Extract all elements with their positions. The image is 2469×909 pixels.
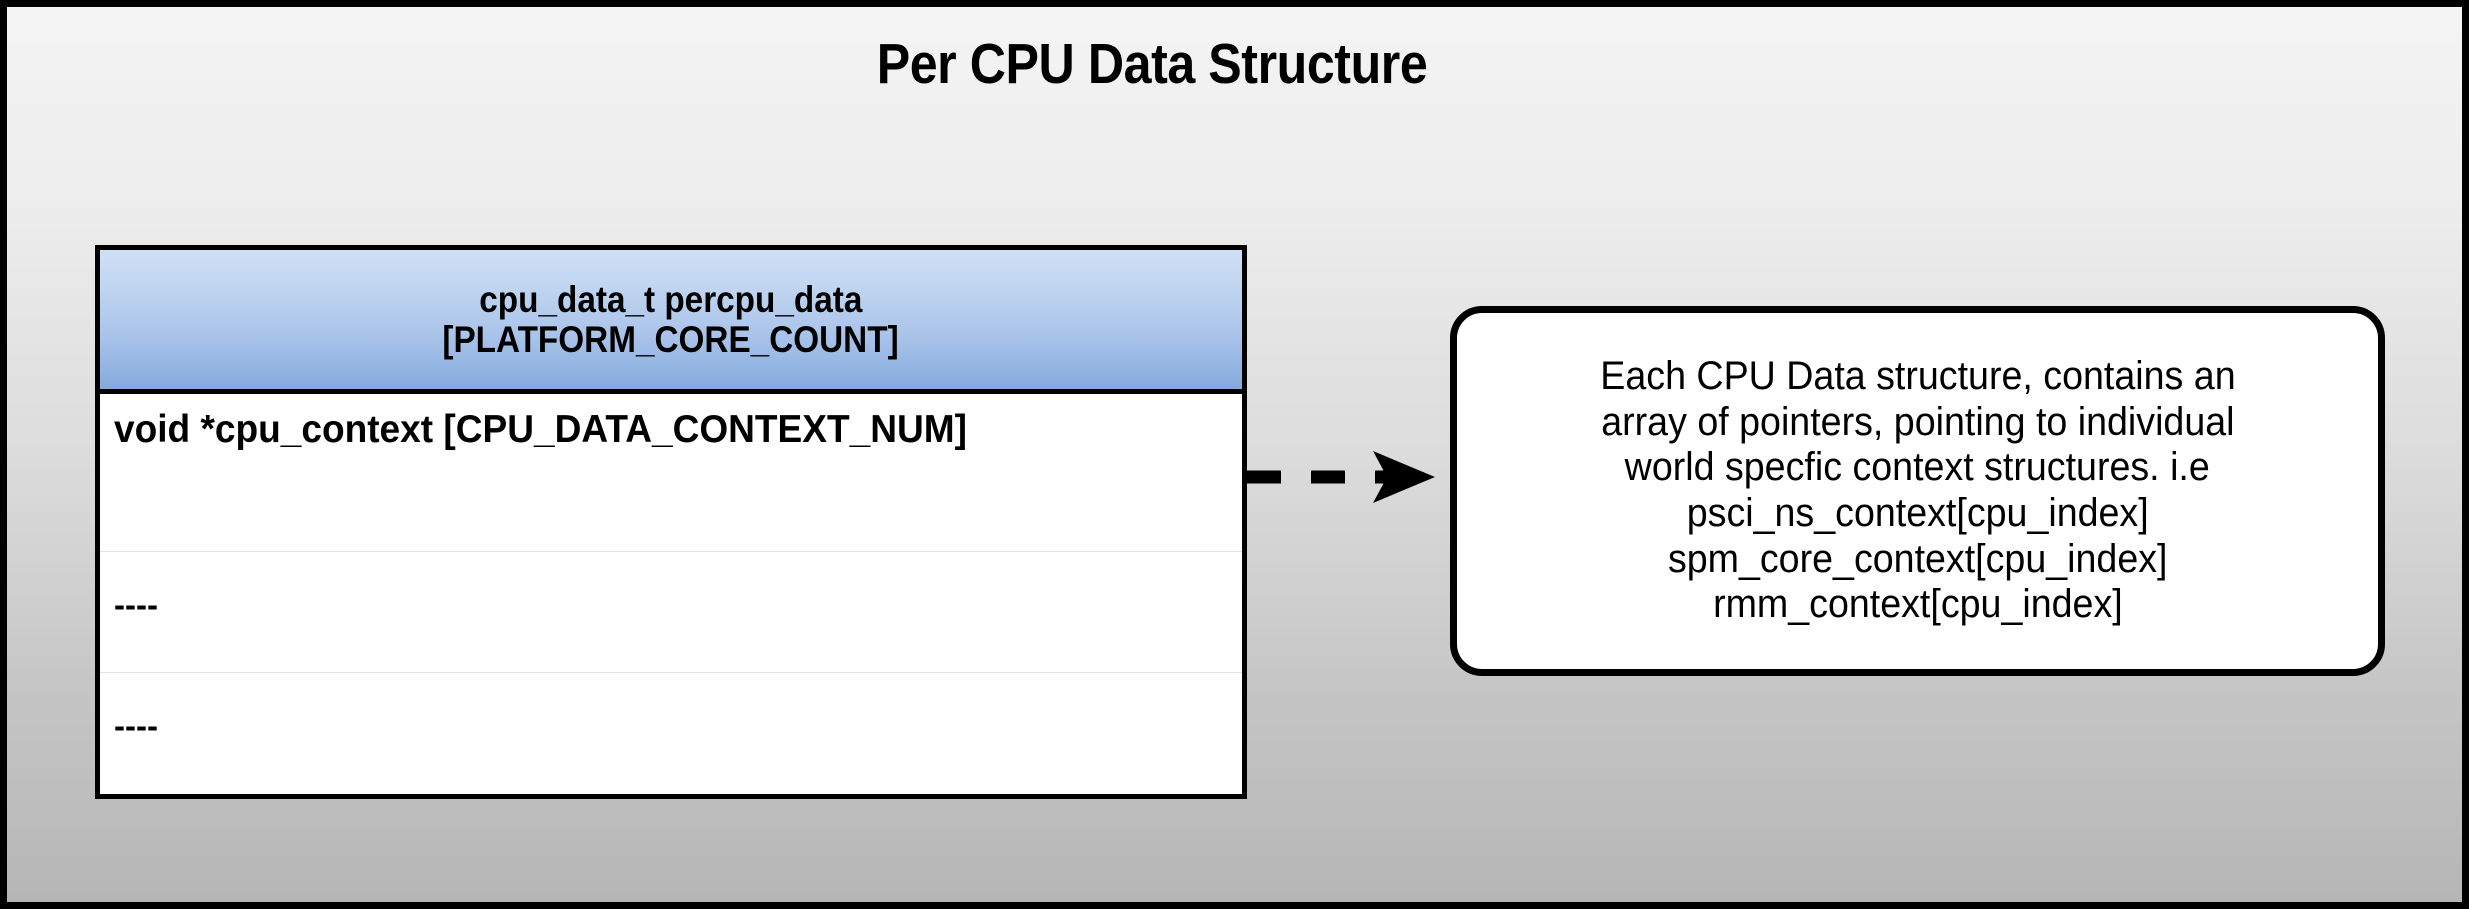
struct-header-line-1: cpu_data_t percpu_data — [479, 278, 863, 320]
struct-header-line-2: [PLATFORM_CORE_COUNT] — [442, 318, 900, 360]
callout-note-box: Each CPU Data structure, contains an arr… — [1450, 306, 2385, 676]
table-row: ---- — [100, 672, 1242, 794]
callout-line-2: array of pointers, pointing to individua… — [1600, 399, 2235, 444]
callout-line-5: spm_core_context[cpu_index] — [1667, 536, 2168, 581]
callout-line-6: rmm_context[cpu_index] — [1712, 582, 2123, 627]
struct-field-placeholder-1: ---- — [114, 586, 158, 623]
callout-line-1: Each CPU Data structure, contains an — [1599, 354, 2236, 399]
table-row: ---- — [100, 551, 1242, 672]
callout-line-4: psci_ns_context[cpu_index] — [1686, 491, 2149, 535]
arrowhead-icon — [1373, 451, 1435, 503]
struct-field-cpu-context: void *cpu_context [CPU_DATA_CONTEXT_NUM] — [114, 408, 967, 451]
callout-line-3: world specfic context structures. i.e — [1624, 445, 2211, 490]
page-title: Per CPU Data Structure — [876, 32, 1428, 96]
dashed-arrow-connector — [1247, 451, 1435, 503]
table-row: void *cpu_context [CPU_DATA_CONTEXT_NUM] — [100, 394, 1242, 551]
struct-header: cpu_data_t percpu_data [PLATFORM_CORE_CO… — [100, 250, 1242, 394]
percpu-data-struct-box: cpu_data_t percpu_data [PLATFORM_CORE_CO… — [95, 245, 1247, 799]
struct-body: void *cpu_context [CPU_DATA_CONTEXT_NUM]… — [100, 394, 1242, 794]
struct-field-placeholder-2: ---- — [114, 707, 158, 744]
